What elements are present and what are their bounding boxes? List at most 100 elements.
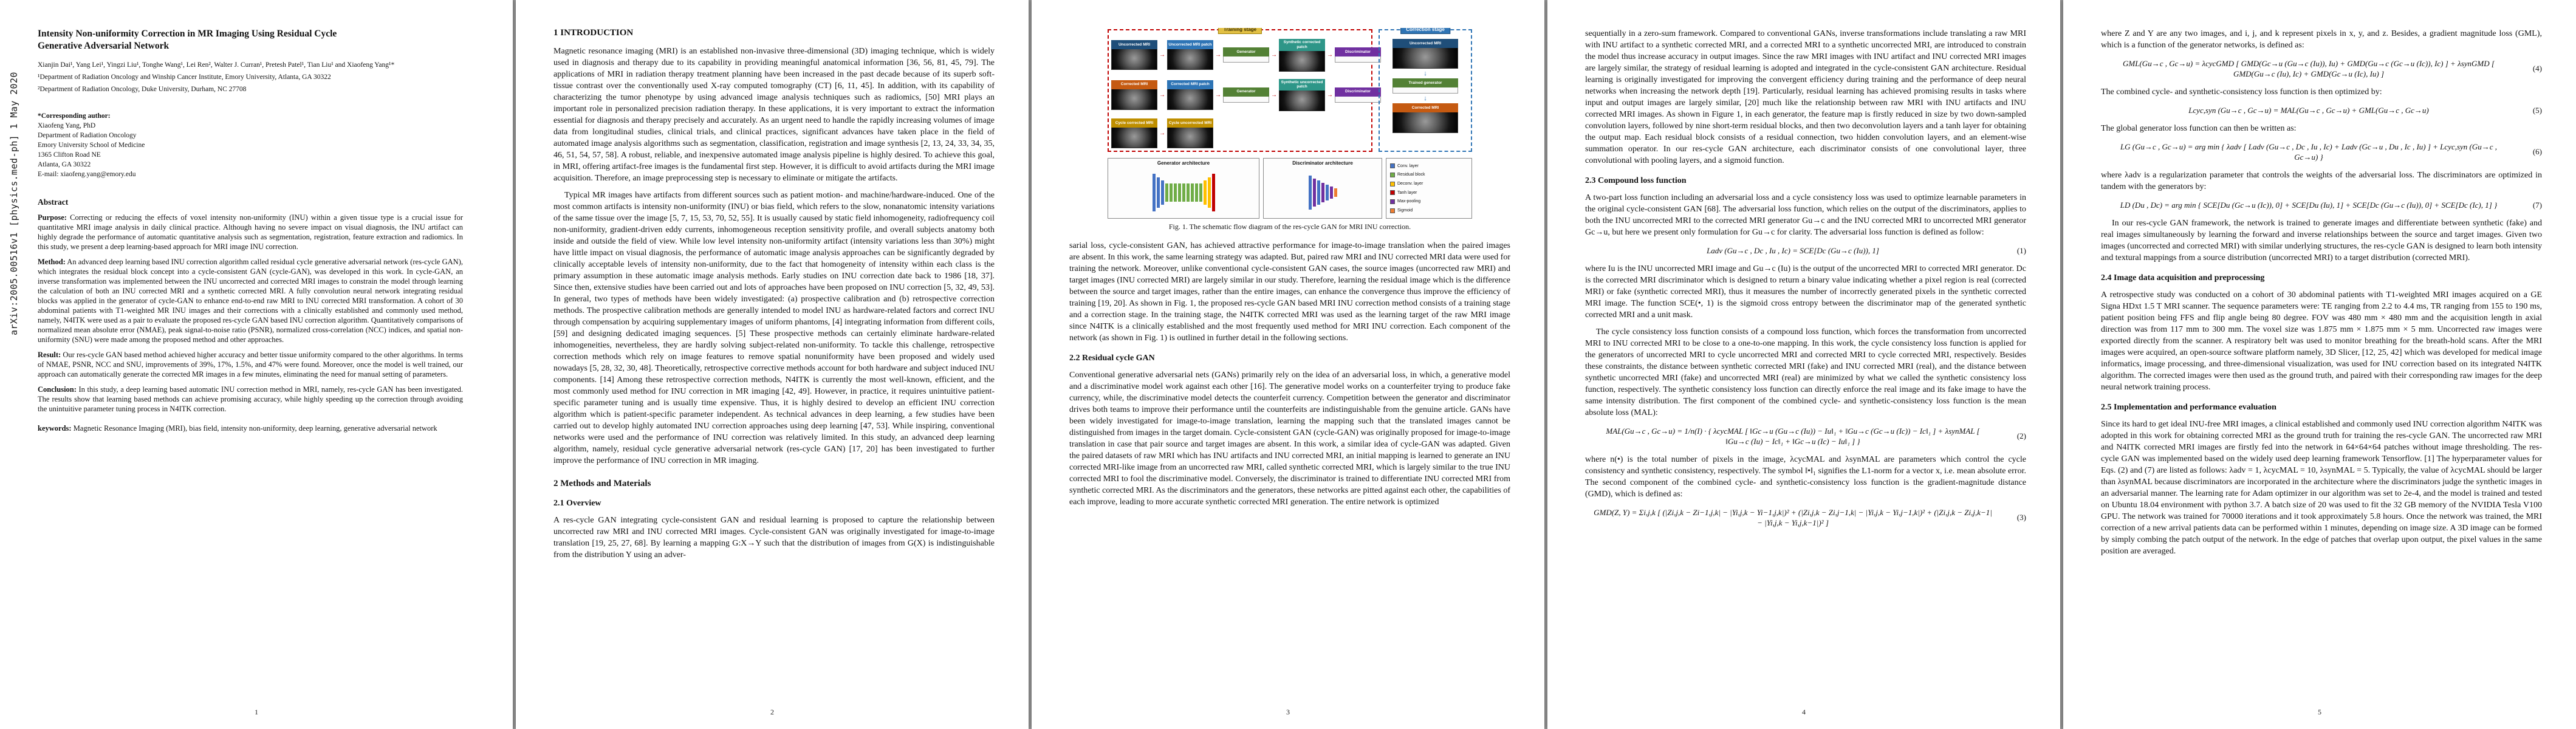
discriminator-architecture-bars: [1264, 166, 1382, 218]
method-text: An advanced deep learning based INU corr…: [38, 257, 463, 344]
mri-thumbnail: [1279, 91, 1325, 112]
arrow-right-icon: →: [1327, 52, 1333, 59]
affiliation-2: ²Department of Radiation Oncology, Duke …: [38, 85, 247, 93]
box-header: Corrected MRI patch: [1167, 80, 1213, 89]
equation-body: MAL(Gu→c , Gc→u) = 1/n(I) · { λcycMAL [ …: [1606, 426, 1980, 446]
arrow-right-icon: →: [1159, 91, 1165, 98]
figure-box-uncorrected-patch: Uncorrected MRI patch: [1167, 40, 1213, 70]
mri-thumbnail: [1167, 128, 1213, 149]
flow-row-cycle: Cycle corrected MRI → Cycle uncorrected …: [1111, 118, 1369, 149]
figure-1-diagram: Training stage Uncorrected MRI → Uncorre…: [1108, 28, 1472, 219]
keywords-label: keywords:: [38, 423, 72, 433]
box-header: Cycle uncorrected MRI: [1167, 118, 1213, 128]
page-2: 1 INTRODUCTION Magnetic resonance imagin…: [516, 0, 1029, 729]
equation-number: (5): [2532, 105, 2542, 115]
abstract-result: Result: Our res-cycle GAN based method a…: [38, 350, 463, 379]
equation-number: (6): [2532, 147, 2542, 156]
equation-number: (1): [2016, 245, 2026, 255]
overview-heading: 2.1 Overview: [553, 499, 601, 508]
generator-architecture-bars: [1108, 166, 1259, 218]
mri-thumbnail: [1111, 49, 1157, 70]
discriminator-architecture-panel: Discriminator architecture: [1263, 158, 1382, 219]
paragraph: A two-part loss function including an ad…: [1585, 193, 2026, 237]
equation-number: (4): [2532, 64, 2542, 73]
result-text: Our res-cycle GAN based method achieved …: [38, 350, 463, 378]
paragraph: where n(•) is the total number of pixels…: [1585, 455, 2026, 499]
page-number-4: 4: [1802, 708, 1806, 716]
equation-1: Ladv (Gu→c , Dc , Iu , Ic) = SCE[Dc (Gu→…: [1585, 245, 2026, 256]
keywords-text: Magnetic Resonance Imaging (MRI), bias f…: [71, 423, 437, 433]
box-header: Corrected MRI: [1111, 80, 1157, 89]
legend-item: Residual block: [1390, 172, 1468, 177]
affiliation-1: ¹Department of Radiation Oncology and Wi…: [38, 73, 331, 81]
legend-label: Conv. layer: [1397, 163, 1419, 168]
legend-color-chip: [1390, 181, 1395, 187]
arrow-down-icon: ↓: [1423, 95, 1427, 102]
author-list: Xianjin Dai¹, Yang Lei¹, Yingzi Liu¹, To…: [38, 61, 395, 69]
corresponding-school: Emory University School of Medicine: [38, 141, 145, 149]
training-stage-label: Training stage: [1218, 28, 1262, 34]
correction-flow: Uncorrected MRI ↓ Trained generator ↓ Co…: [1380, 30, 1471, 133]
equation-body: LD (Du , Dc) = arg min { SCE[Du (Gc→u (I…: [2120, 200, 2498, 210]
sec22-heading: 2.2 Residual cycle GAN: [1069, 354, 1155, 363]
figure-box-cycle-corrected-mri: Cycle corrected MRI: [1111, 118, 1157, 149]
abstract-conclusion: Conclusion: In this study, a deep learni…: [38, 385, 463, 414]
equation-6: LG (Gu→c , Gc→u) = arg min { λadv [ Ladv…: [2101, 142, 2542, 162]
page-3-content: Training stage Uncorrected MRI → Uncorre…: [1069, 28, 1510, 694]
box-body: [1335, 56, 1381, 63]
legend-label: Max-pooling: [1397, 199, 1421, 204]
corresponding-city: Atlanta, GA 30322: [38, 160, 91, 168]
page-5: where Z and Y are any two images, and i,…: [2063, 0, 2576, 729]
arrow-right-icon: →: [1271, 91, 1277, 98]
box-body: [1223, 56, 1269, 63]
corresponding-name: Xiaofeng Yang, PhD: [38, 122, 96, 129]
page-number-2: 2: [770, 708, 774, 716]
abstract-method: Method: An advanced deep learning based …: [38, 257, 463, 344]
box-header: Corrected MRI: [1392, 103, 1458, 112]
corresponding-label: *Corresponding author:: [38, 112, 111, 120]
figure-1-caption: Fig. 1. The schematic flow diagram of th…: [1168, 222, 1411, 231]
sec23-heading: 2.3 Compound loss function: [1585, 176, 1687, 185]
correction-stage-label: Correction stage: [1400, 28, 1450, 34]
legend-color-chip: [1390, 190, 1395, 196]
paragraph: Conventional generative adversarial nets…: [1069, 371, 1510, 507]
equation-4: GML(Gu→c , Gc→u) = λcycGMD [ GMD(Gc→u (G…: [2101, 58, 2542, 79]
corresponding-dept: Department of Radiation Oncology: [38, 131, 137, 139]
figure-box-uncorrected-mri: Uncorrected MRI: [1111, 40, 1157, 70]
figure-box-correction-output: Corrected MRI: [1392, 103, 1458, 133]
equation-5: Lcyc,syn (Gu→c , Gc→u) = MAL(Gu→c , Gc→u…: [2101, 105, 2542, 115]
mri-thumbnail: [1111, 128, 1157, 149]
conclusion-label: Conclusion:: [38, 385, 77, 394]
result-label: Result:: [38, 350, 61, 359]
mri-thumbnail: [1392, 112, 1458, 133]
mri-thumbnail: [1167, 89, 1213, 110]
paragraph: Since its hard to get ideal INU-free MRI…: [2101, 420, 2542, 556]
box-header: Uncorrected MRI patch: [1167, 40, 1213, 50]
sec24-heading: 2.4 Image data acquisition and preproces…: [2101, 273, 2265, 282]
figure-box-corrected-patch: Corrected MRI patch: [1167, 80, 1213, 110]
legend-label: Tanh layer: [1397, 190, 1417, 195]
abstract-purpose: Purpose: Correcting or reducing the effe…: [38, 213, 463, 252]
paragraph: where Iu is the INU uncorrected MRI imag…: [1585, 264, 2026, 320]
paragraph: The global generator loss function can t…: [2101, 124, 2297, 133]
box-header: Trained generator: [1392, 78, 1458, 87]
equation-body: Ladv (Gu→c , Dc , Iu , Ic) = SCE[Dc (Gu→…: [1707, 246, 1879, 255]
box-header: Synthetic uncorrected patch: [1279, 78, 1325, 91]
legend-label: Deconv. layer: [1397, 182, 1423, 187]
conclusion-text: In this study, a deep learning based aut…: [38, 385, 463, 413]
correction-stage-region: Correction stage Uncorrected MRI ↓ Train…: [1379, 28, 1472, 152]
legend-item: Deconv. layer: [1390, 181, 1468, 187]
figure-box-generator-uc: Generator: [1223, 47, 1269, 63]
page-number-1: 1: [255, 708, 258, 716]
box-header: Generator: [1223, 47, 1269, 57]
box-body: [1335, 96, 1381, 103]
box-header: Generator: [1223, 87, 1269, 97]
legend-color-chip: [1390, 163, 1395, 169]
paragraph: A retrospective study was conducted on a…: [2101, 290, 2542, 392]
figure-box-correction-input: Uncorrected MRI: [1392, 39, 1458, 69]
corresponding-author-block: *Corresponding author: Xiaofeng Yang, Ph…: [38, 111, 479, 179]
figure-box-discriminator-c: Discriminator: [1335, 47, 1381, 63]
corresponding-email-link[interactable]: E-mail: xiaofeng.yang@emory.edu: [38, 170, 136, 178]
sec25-heading: 2.5 Implementation and performance evalu…: [2101, 403, 2276, 412]
